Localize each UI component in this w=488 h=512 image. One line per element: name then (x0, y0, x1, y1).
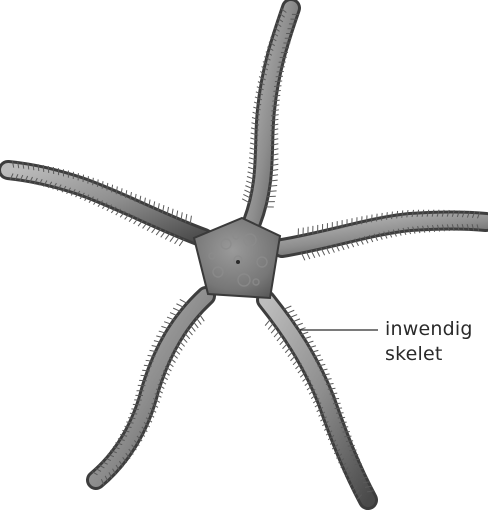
arm-spine (348, 445, 355, 446)
arm-spine (344, 436, 351, 437)
arm-spine (333, 403, 341, 404)
annotation-label-line-2: skelet (385, 343, 443, 365)
arm-spine (268, 323, 274, 330)
arm-spine (339, 422, 346, 423)
arm-spine (382, 213, 383, 221)
arm-spine (43, 165, 44, 172)
arm-spine (93, 178, 94, 185)
arm-spine (346, 441, 353, 442)
arm-spine (338, 417, 345, 418)
arm-spine (180, 299, 188, 303)
arm-spine (38, 164, 39, 171)
arm-spine (271, 327, 277, 333)
arm-spine (274, 331, 280, 337)
arm-spine (190, 325, 195, 332)
annotation-label-line-1: inwendig (385, 318, 473, 340)
arm-spine (343, 431, 350, 432)
arm-spine (141, 375, 149, 376)
arm-spine (196, 318, 201, 325)
arm-spine (199, 314, 204, 321)
arm-spine (335, 408, 342, 409)
arm-spine (193, 321, 198, 328)
arm-spine (336, 413, 343, 414)
arm-spine (387, 212, 388, 220)
arm-spine (265, 319, 271, 326)
arm-spine (276, 76, 283, 77)
arm-spine (88, 176, 89, 183)
arm-spine (268, 191, 276, 192)
arm-spine (341, 427, 348, 428)
arm-spine (131, 409, 138, 410)
arm-spine (275, 81, 282, 82)
arm-spine (331, 399, 339, 400)
